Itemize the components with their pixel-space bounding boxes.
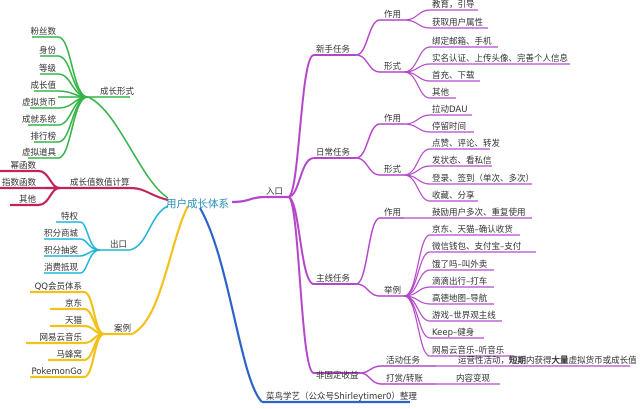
daily-form-item: 发状态、看私信 bbox=[432, 155, 492, 166]
growth-form-item: 等级 bbox=[39, 63, 57, 74]
newbie-role-item: 获取用户属性 bbox=[432, 17, 484, 28]
daily-form-item: 收藏、分享 bbox=[432, 190, 475, 201]
newbie-form-label: 形式 bbox=[384, 61, 402, 72]
branch-entry bbox=[231, 9, 630, 385]
mainline-example-item: 游戏–世界观主线 bbox=[432, 310, 496, 321]
activity-label: 活动任务 bbox=[386, 355, 421, 366]
center-topic: 用户成长体系 bbox=[166, 197, 229, 210]
newbie-form-item: 其他 bbox=[432, 87, 450, 98]
growth-form-item: 成就系统 bbox=[22, 114, 57, 125]
daily-form-label: 形式 bbox=[384, 164, 402, 175]
growth-form-item: 虚拟道具 bbox=[22, 147, 57, 158]
reward-label: 打赏/转账 bbox=[386, 373, 423, 384]
mainline-example-item: 京东、天猫–确认收货 bbox=[432, 224, 513, 235]
branch-exit bbox=[44, 205, 169, 274]
growth-form-item: 成长值 bbox=[30, 80, 56, 91]
newbie-form-item: 首充、下载 bbox=[432, 70, 475, 81]
mainline-example-item: 饿了吗–叫外卖 bbox=[432, 259, 488, 270]
activity-detail-suffix: 虚拟货币或成长值 bbox=[569, 355, 638, 366]
branch-credit bbox=[199, 207, 410, 404]
daily-form-item: 点赞、评论、转发 bbox=[432, 138, 501, 149]
daily-label: 日常任务 bbox=[316, 147, 351, 158]
exit-item: 积分商城 bbox=[44, 228, 79, 239]
mainline-role-item: 鼓励用户多次、重复使用 bbox=[432, 207, 526, 218]
mainline-example-item: 网易云音乐–听音乐 bbox=[432, 345, 505, 356]
mainline-example-item: 滴滴出行–打车 bbox=[432, 276, 487, 287]
entry-label: 入口 bbox=[266, 187, 283, 197]
mainline-label: 主线任务 bbox=[316, 273, 351, 284]
newbie-form-item: 绑定邮箱、手机 bbox=[432, 36, 492, 47]
credit-label: 菜鸟学艺（公众号Shirleytimer0）整理 bbox=[266, 391, 417, 402]
daily-role-item: 停留时间 bbox=[432, 121, 466, 132]
mainline-example-item: 高德地图–导航 bbox=[432, 293, 488, 304]
mainline-example-item: Keep–健身 bbox=[432, 327, 474, 338]
exit-item: 消费抵现 bbox=[44, 262, 79, 273]
daily-form-item: 登录、签到（单次、多次） bbox=[432, 173, 534, 184]
growth-form-item: 身份 bbox=[39, 45, 57, 56]
activity-detail-mid: 内获得 bbox=[526, 355, 552, 366]
daily-role-item: 拉动DAU bbox=[432, 104, 467, 115]
calc-item: 指数函数 bbox=[2, 177, 37, 188]
exit-item: 特权 bbox=[61, 211, 79, 222]
activity-detail-prefix: 运营性活动， bbox=[458, 355, 509, 366]
case-item: QQ会员体系 bbox=[35, 281, 82, 292]
case-item: PokemonGo bbox=[31, 367, 82, 377]
newbie-label: 新手任务 bbox=[316, 44, 351, 55]
newbie-form-item: 实名认证、上传头像、完善个人信息 bbox=[432, 53, 569, 64]
activity-detail: 运营性活动，短期内获得大量虚拟货币或成长值 bbox=[458, 355, 637, 366]
calc-label: 成长值数值计算 bbox=[70, 177, 130, 188]
exit-item: 积分抽奖 bbox=[44, 245, 79, 256]
activity-detail-short: 短期 bbox=[509, 355, 527, 366]
exit-label: 出口 bbox=[110, 239, 127, 250]
mainline-examples-label: 举例 bbox=[384, 285, 401, 296]
growth-form-item: 虚拟货币 bbox=[22, 97, 56, 108]
calc-item: 幂函数 bbox=[10, 160, 36, 171]
growth-form-item: 粉丝数 bbox=[30, 26, 56, 37]
calc-item: 其他 bbox=[19, 194, 37, 205]
growth-forms-label: 成长形式 bbox=[100, 86, 135, 97]
activity-detail-large: 大量 bbox=[552, 355, 570, 366]
case-item: 马蜂窝 bbox=[56, 349, 82, 360]
branch-cases bbox=[26, 205, 189, 379]
irregular-label: 非固定收益 bbox=[316, 370, 359, 381]
branch-growth-forms bbox=[28, 36, 169, 199]
newbie-role-label: 作用 bbox=[384, 9, 401, 20]
branch-calc bbox=[0, 169, 169, 207]
reward-detail: 内容变现 bbox=[456, 373, 491, 384]
mainline-example-item: 微信钱包、支付宝–支付 bbox=[432, 241, 522, 252]
case-item: 天猫 bbox=[65, 315, 83, 326]
daily-role-label: 作用 bbox=[384, 113, 401, 124]
mainline-role-label: 作用 bbox=[384, 207, 401, 218]
cases-label: 案例 bbox=[114, 323, 131, 334]
growth-form-item: 排行榜 bbox=[30, 131, 56, 142]
newbie-role-item: 教育，引导 bbox=[432, 0, 475, 10]
case-item: 网易云音乐 bbox=[39, 332, 82, 343]
case-item: 京东 bbox=[65, 298, 82, 309]
